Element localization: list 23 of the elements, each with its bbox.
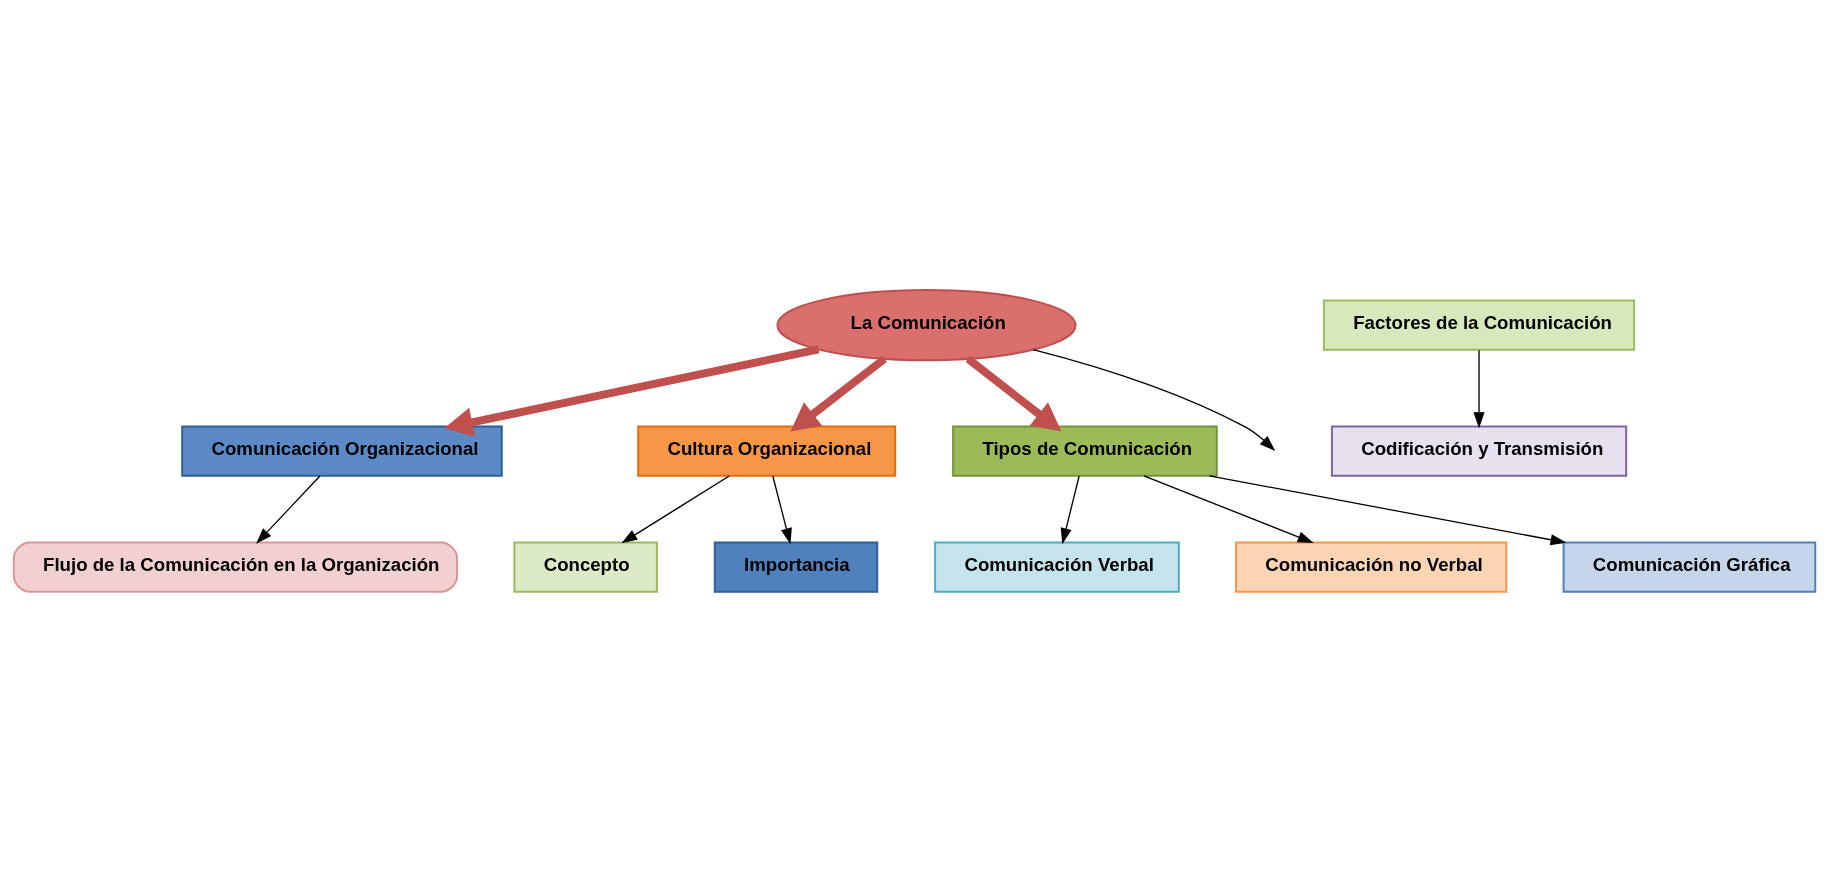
node-box: Comunicación Organizacional	[181, 425, 503, 477]
node-box: Comunicación no Verbal	[1235, 540, 1508, 593]
arrow	[621, 474, 730, 543]
arrow	[790, 355, 887, 431]
arrow	[965, 355, 1062, 432]
arrow	[1208, 474, 1567, 545]
node-box: Flujo de la Comunicación en la Organización	[12, 540, 459, 593]
arrow	[1032, 348, 1276, 451]
arrow	[444, 344, 820, 437]
arrow	[1060, 474, 1080, 544]
arrow	[1473, 349, 1485, 428]
node-box: Comunicación Gráfica	[1562, 540, 1817, 593]
node-box: Tipos de Comunicación	[952, 425, 1218, 477]
node-box: Cultura Organizacional	[637, 425, 897, 477]
node-box: Concepto	[513, 540, 658, 593]
node-box: Factores de la Comunicación	[1322, 299, 1636, 351]
arrow	[256, 474, 321, 544]
arrow	[1143, 474, 1314, 543]
node-box: Codificación y Transmisión	[1330, 425, 1628, 477]
arrow	[772, 474, 792, 544]
node-box: Comunicación Verbal	[934, 540, 1180, 593]
node-box: Importancia	[713, 540, 879, 593]
node-ellipse: La Comunicación	[776, 288, 1077, 361]
